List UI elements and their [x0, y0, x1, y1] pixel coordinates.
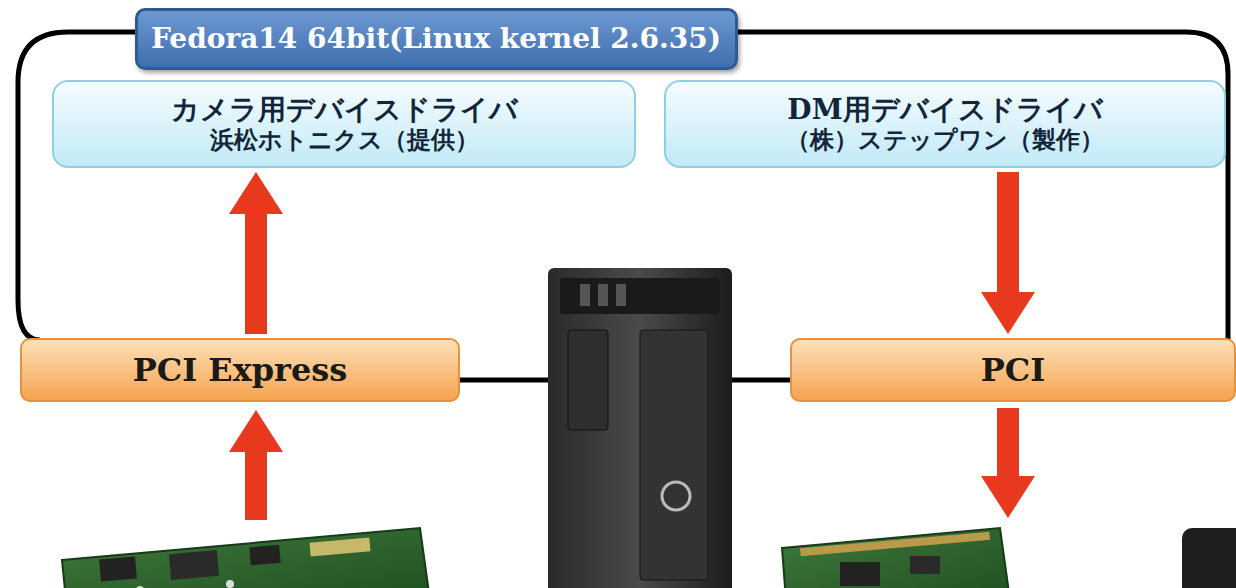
- system-outline: [18, 32, 160, 340]
- system-outline: [715, 32, 1228, 345]
- camera-device: [1182, 528, 1236, 588]
- box-subtext: 浜松ホトニクス（提供）: [210, 126, 479, 155]
- box-heading: PCI Express: [133, 351, 348, 389]
- os-box: Fedora14 64bit(Linux kernel 2.6.35): [135, 8, 738, 70]
- camera-board: [62, 528, 430, 588]
- dm-board: [782, 528, 1010, 588]
- data-flow-arrow: [981, 172, 1035, 334]
- box-heading: Fedora14 64bit(Linux kernel 2.6.35): [151, 22, 721, 56]
- bus-box: PCI Express: [20, 338, 460, 402]
- bus-line: [728, 378, 792, 383]
- driver-box: カメラ用デバイスドライバ浜松ホトニクス（提供）: [52, 80, 636, 168]
- bus-box: PCI: [790, 338, 1236, 402]
- data-flow-arrow: [229, 172, 283, 334]
- computer-tower: [548, 268, 732, 588]
- box-heading: DM用デバイスドライバ: [787, 93, 1102, 127]
- bus-line: [455, 378, 550, 383]
- driver-box: DM用デバイスドライバ（株）ステップワン（製作）: [664, 80, 1226, 168]
- box-subtext: （株）ステップワン（製作）: [786, 126, 1104, 155]
- box-heading: PCI: [981, 351, 1046, 389]
- box-heading: カメラ用デバイスドライバ: [171, 93, 518, 127]
- signal-arrow: [229, 410, 283, 520]
- signal-arrow: [981, 408, 1035, 518]
